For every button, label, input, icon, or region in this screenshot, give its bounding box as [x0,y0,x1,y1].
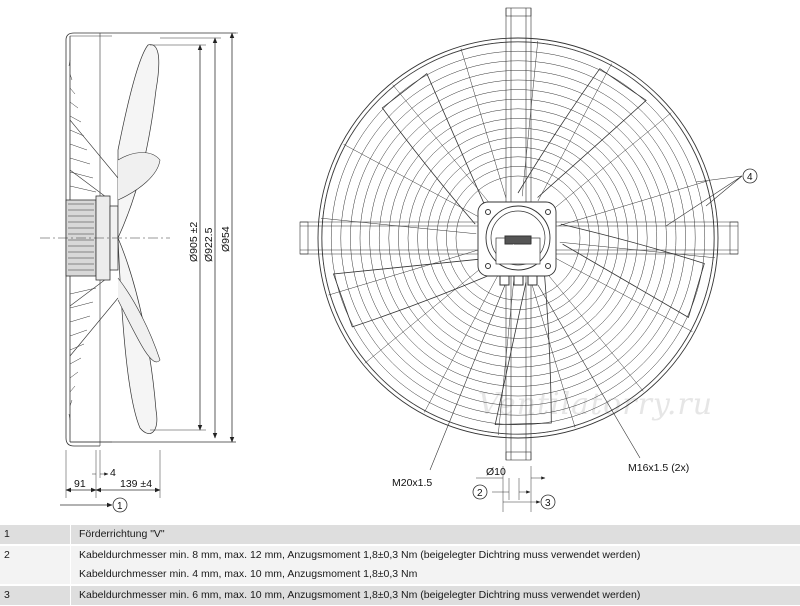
note-number: 2 [0,544,71,565]
note-text: Kabeldurchmesser min. 8 mm, max. 12 mm, … [70,544,800,565]
dim-w4: 4 [110,467,116,479]
dim-d905: Ø905 ±2 [188,222,200,262]
dim-d954: Ø954 [220,226,232,252]
dim-w139: 139 ±4 [120,478,152,490]
note-row-2-cont: Kabeldurchmesser min. 4 mm, max. 10 mm, … [0,565,800,585]
note-number: 1 [0,525,71,545]
note-text: Förderrichtung "V" [70,525,800,545]
note-text: Kabeldurchmesser min. 6 mm, max. 10 mm, … [70,584,800,605]
note-row-1: 1 Förderrichtung "V" [0,525,800,545]
note-row-3: 3 Kabeldurchmesser min. 6 mm, max. 10 mm… [0,584,800,605]
dim-d922: Ø922.5 [203,227,215,262]
notes-table: 1 Förderrichtung "V" 2 Kabeldurchmesser … [0,525,800,605]
side-view [40,32,238,513]
callout-2: 2 [477,488,483,499]
technical-drawing: Ventilatorry.ru Ø905 ±2 Ø9 [40,7,758,513]
label-m16: M16x1.5 (2x) [628,462,689,474]
front-view [299,7,758,512]
note-row-2: 2 Kabeldurchmesser min. 8 mm, max. 12 mm… [0,544,800,565]
callout-4: 4 [747,172,753,183]
label-d10: Ø10 [486,466,506,478]
hub-brand-label: ebmpapst [510,244,533,250]
label-m20: M20x1.5 [392,477,432,489]
callout-1: 1 [117,501,123,512]
watermark-text: Ventilatorry.ru [478,387,713,422]
note-text: Kabeldurchmesser min. 4 mm, max. 10 mm, … [70,565,800,585]
callout-3: 3 [545,498,551,509]
note-number: 3 [0,584,71,605]
dim-w91: 91 [74,478,86,490]
